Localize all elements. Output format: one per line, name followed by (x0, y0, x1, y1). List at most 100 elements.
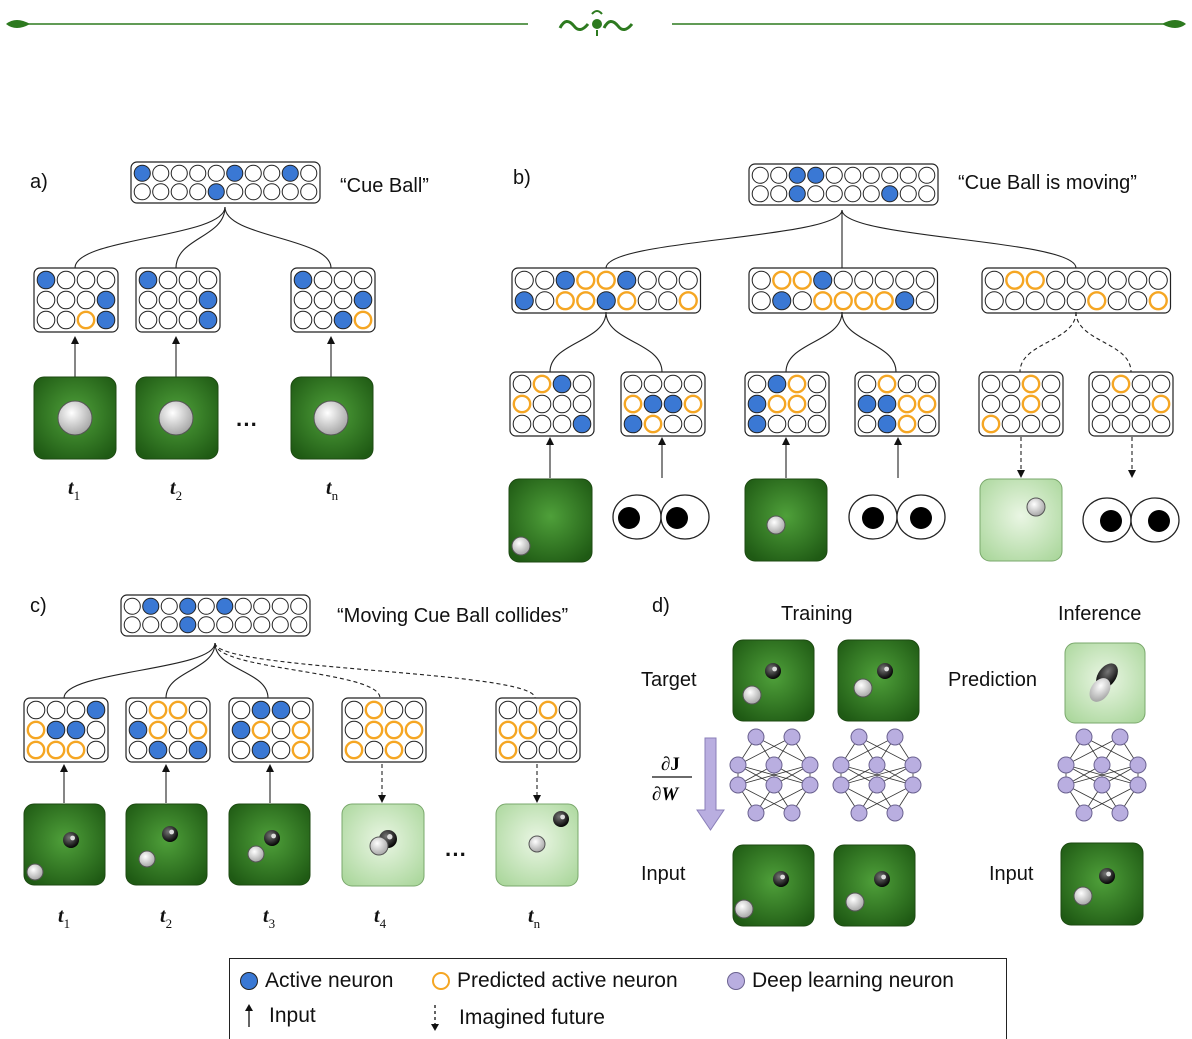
mid-grid-b2 (748, 267, 939, 314)
deep-learning-neuron (1057, 756, 1075, 774)
neuron (767, 414, 787, 434)
input-label-training: Input (641, 863, 686, 885)
gradient-arrow (696, 737, 725, 831)
deep-learning-neuron (1075, 728, 1093, 746)
legend-predicted: Predicted active neuron (432, 969, 678, 993)
eight-ball (877, 663, 893, 679)
predicted-neuron (168, 700, 188, 720)
active-neuron (96, 310, 116, 330)
eight-ball (1099, 868, 1115, 884)
neuron (290, 616, 308, 634)
predicted-neuron (1021, 374, 1041, 394)
active-neuron-icon (240, 972, 258, 990)
eye-pupil (1100, 510, 1122, 532)
deep-learning-neuron (904, 756, 922, 774)
connector-curve (214, 642, 381, 699)
active-neuron (198, 310, 218, 330)
active-neuron (207, 183, 225, 201)
deep-learning-neuron (729, 776, 747, 794)
pool-table-tile (837, 639, 920, 722)
neuron (1025, 291, 1045, 311)
neuron (271, 720, 291, 740)
neuron (1066, 270, 1086, 290)
neuron (558, 700, 578, 720)
neuron (751, 270, 771, 290)
active-neuron (555, 270, 575, 290)
deep-learning-neuron (747, 804, 765, 822)
predicted-neuron (854, 291, 874, 311)
neuron (291, 700, 311, 720)
cue-ball (313, 400, 349, 436)
predicted-neuron (353, 310, 373, 330)
active-neuron (142, 597, 160, 615)
neuron (981, 374, 1001, 394)
deep-learning-neuron (747, 728, 765, 746)
neuron (917, 414, 937, 434)
neuron (862, 185, 880, 203)
neuron-grid-frame (978, 371, 1064, 437)
neuron (498, 700, 518, 720)
neuron (168, 740, 188, 760)
active-neuron (281, 164, 299, 182)
deep-learning-neuron (1075, 804, 1093, 822)
neuron (36, 310, 56, 330)
predicted-neuron (678, 291, 698, 311)
eight-ball-spot (772, 666, 777, 672)
neuron (293, 310, 313, 330)
input-arrow-head (60, 764, 68, 772)
neuron-grid-frame (620, 371, 706, 437)
predicted-neuron (26, 740, 46, 760)
neuron (1091, 414, 1111, 434)
time-grid-c4 (341, 697, 427, 763)
pool-table-tile (833, 844, 916, 927)
active-neuron (552, 374, 572, 394)
imagined-arrow-head (1128, 470, 1136, 478)
eight-ball-spot (881, 874, 886, 880)
active-neuron (333, 310, 353, 330)
eight-ball (553, 811, 569, 827)
neuron (404, 700, 424, 720)
active-neuron (271, 700, 291, 720)
connector-curve (549, 311, 607, 373)
cue-ball (138, 850, 156, 868)
active-neuron (788, 185, 806, 203)
neuron (281, 183, 299, 201)
active-neuron (251, 700, 271, 720)
eight-ball-spot (1106, 871, 1111, 877)
neuron (1111, 414, 1131, 434)
predicted-neuron (787, 394, 807, 414)
active-neuron (46, 720, 66, 740)
active-neuron (747, 394, 767, 414)
predicted-neuron (787, 374, 807, 394)
neuron (535, 291, 555, 311)
eye-grid-b3 (1088, 371, 1174, 437)
time-grid-c2 (125, 697, 211, 763)
inference-heading: Inference (1058, 603, 1141, 625)
predicted-neuron (917, 394, 937, 414)
predicted-neuron (26, 720, 46, 740)
neuron (333, 270, 353, 290)
active-neuron (179, 616, 197, 634)
neuron (915, 291, 935, 311)
input-arrow-head (71, 336, 79, 344)
predicted-neuron (874, 291, 894, 311)
predicted-neuron (512, 394, 532, 414)
cue-ball (1026, 497, 1046, 517)
neuron (158, 290, 178, 310)
gradient-denominator: ∂W (652, 784, 679, 805)
time-label-c1: t1 (58, 905, 70, 931)
neuron (981, 394, 1001, 414)
legend-imagined-label: Imagined future (459, 1006, 605, 1029)
visual-grid-b2 (744, 371, 830, 437)
predicted-neuron-icon (432, 972, 450, 990)
neuron-grid-frame (495, 697, 581, 763)
predicted-neuron (148, 700, 168, 720)
neuron (234, 616, 252, 634)
neuron (770, 166, 788, 184)
training-heading: Training (781, 603, 853, 625)
cue-ball (734, 899, 754, 919)
neuron (658, 291, 678, 311)
neuron (263, 183, 281, 201)
connector-curve (841, 311, 897, 373)
active-neuron (772, 291, 792, 311)
